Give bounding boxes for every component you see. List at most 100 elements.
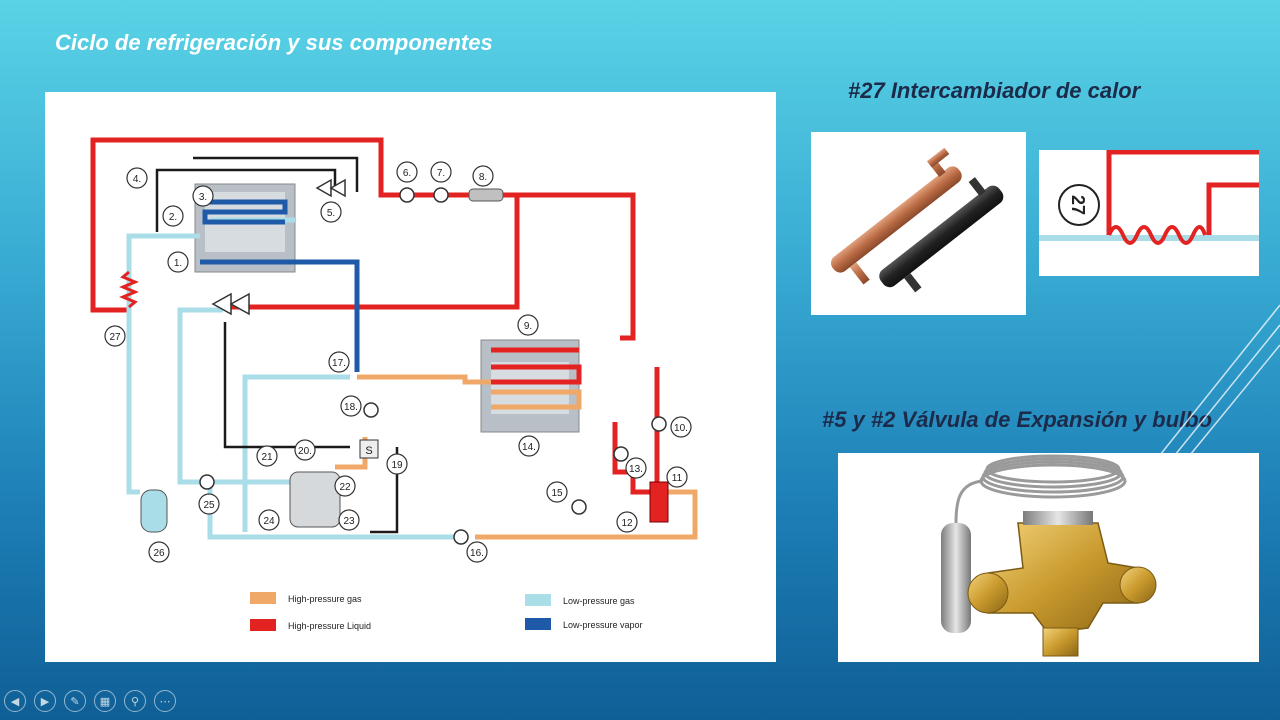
valve-outlet [1042,627,1079,657]
component-number-label: 27 [109,332,121,343]
component-number-circle [294,439,316,461]
valve-head [1023,511,1093,525]
pen-icon[interactable]: ✎ [64,690,86,712]
component-number-circle [104,325,126,347]
component-number-label: 24 [263,516,275,527]
slideshow-toolbar: ◀ ▶ ✎ ▦ ⚲ ⋯ [0,690,176,718]
component-number-circle [666,466,688,488]
component-number-circle [338,509,360,531]
detail-number-label: 27 [1068,195,1088,215]
component-number-label: 15 [551,488,563,499]
component-number-circle [148,541,170,563]
legend-label-hp-liquid: High-pressure Liquid [288,621,371,631]
slide-title: Ciclo de refrigeración y sus componentes [55,30,493,55]
lp-vapor-lines [200,199,360,372]
component-number-circle [517,314,539,336]
component-number-circle [167,251,189,273]
component-number-label: 6. [403,168,411,179]
component-number-label: 14. [522,442,536,453]
component-number-circle [198,493,220,515]
component-number-label: 2. [169,212,177,223]
heat-exchanger-coil [119,270,139,309]
slides-icon[interactable]: ▦ [94,690,116,712]
heat-exchanger-detail: 27 [1039,150,1259,276]
component-number-label: 10. [674,423,688,434]
filter-drier [468,188,504,202]
component-number-labels: 1.2.3.4.5.6.7.8.9.10.111213.14.1516.17.1… [104,161,692,563]
zoom-icon[interactable]: ⚲ [124,690,146,712]
refrigeration-diagram-svg: S 1.2.3.4.5.6.7.8.9.10.111213.14.1516.17… [90,137,698,631]
component-number-circle [518,435,540,457]
legend-label-lp-gas: Low-pressure gas [563,596,635,606]
component-number-circle [386,453,408,475]
valve-body [987,522,1139,634]
legend: High-pressure gas High-pressure Liquid L… [250,592,643,631]
component-number-label: 19 [391,460,403,471]
component-number-label: 23 [343,516,355,527]
detail-red-line-top [1106,150,1259,235]
legend-swatch-hp-gas [250,592,276,604]
component-number-circle [472,165,494,187]
component-number-label: 7. [437,168,445,179]
valve-inlet [967,572,1009,614]
sensing-bulb [941,523,971,633]
copper-tube [830,166,962,273]
legend-swatch-hp-liquid [250,619,276,631]
component-number-label: 22 [339,482,351,493]
component-number-circle [396,161,418,183]
component-number-circle [328,351,350,373]
solenoid-label: S [365,445,372,457]
valve-side-port [1119,566,1157,604]
component-number-circle [546,481,568,503]
accumulator [140,489,168,533]
component-number-label: 3. [199,192,207,203]
component-number-label: 17. [332,358,346,369]
component-number-label: 12 [621,518,633,529]
component-number-circle [258,509,280,531]
component-number-label: 21 [261,452,273,463]
component-number-circle [320,201,342,223]
component-number-label: 1. [174,258,182,269]
legend-label-lp-vapor: Low-pressure vapor [563,620,643,630]
detail-red-line-right [1206,182,1259,235]
component-number-label: 18. [344,402,358,413]
expansion-valve-photo-svg [941,454,1157,657]
component-number-label: 5. [327,208,335,219]
heat-exchanger-photo-svg [830,147,1004,293]
hp-gas-lines [335,374,698,540]
heading-heat-exchanger: #27 Intercambiador de calor [848,78,1141,103]
legend-swatch-lp-gas [525,594,551,606]
expansion-valve-symbol [211,292,250,316]
compressor [289,471,341,528]
expansion-valve-photo [838,453,1259,662]
next-icon[interactable]: ▶ [34,690,56,712]
legend-swatch-lp-vapor [525,618,551,630]
detail-coil [1107,225,1207,245]
capillary-coil [954,454,1127,524]
component-number-circle [670,416,692,438]
black-tube [879,185,1004,288]
prev-icon[interactable]: ◀ [4,690,26,712]
decorative-lines [1159,304,1280,456]
component-number-circle [334,475,356,497]
inline-valves [199,187,667,545]
legend-label-hp-gas: High-pressure gas [288,594,362,604]
component-number-circle [466,541,488,563]
component-number-circle [430,161,452,183]
component-number-circle [192,185,214,207]
component-number-label: 8. [479,172,487,183]
lp-gas-lines [126,217,455,540]
component-number-label: 20. [298,446,312,457]
heading-expansion-valve: #5 y #2 Válvula de Expansión y bulbo [822,407,1213,432]
more-icon[interactable]: ⋯ [154,690,176,712]
component-number-circle [625,457,647,479]
component-number-label: 13. [629,464,643,475]
component-number-label: 9. [524,321,532,332]
heat-exchanger-photo [811,132,1026,315]
component-number-circle [126,167,148,189]
expansion-valve-5-symbol [315,178,346,198]
component-number-label: 16. [470,548,484,559]
component-number-label: 26 [153,548,165,559]
heat-exchanger-detail-svg: 27 [1039,150,1259,245]
